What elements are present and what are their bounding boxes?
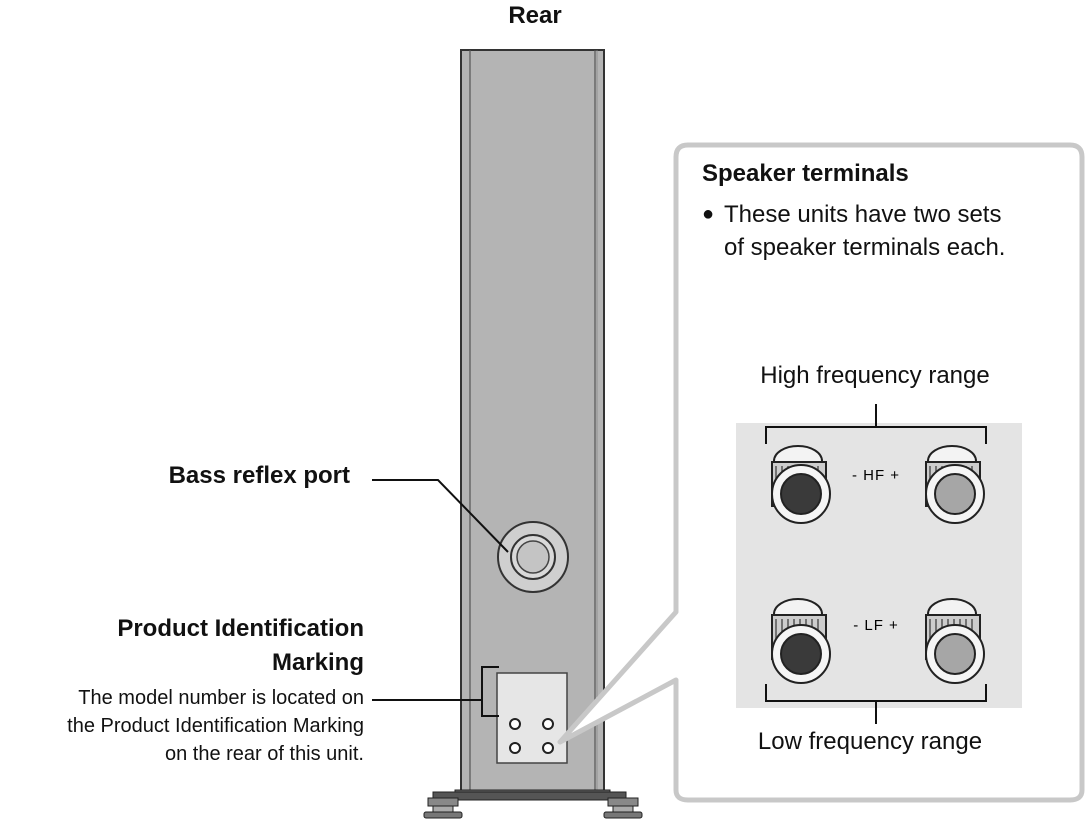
product-id-bracket [481,666,499,717]
low-frequency-range-label: Low frequency range [757,728,983,755]
product-id-desc-line3: on the rear of this unit. [164,743,364,765]
hf-terminal-label: - HF + [852,467,900,484]
speaker-base [423,789,643,819]
hf-positive-terminal [925,445,985,524]
product-id-desc-line2: the Product Identification Marking [67,715,364,737]
high-frequency-range-label: High frequency range [760,362,990,389]
terminal-detail-panel: - HF + - LF + [736,404,1022,724]
product-id-title-line2: Marking [271,649,364,676]
product-id-title-line1: Product Identification [117,615,364,642]
speaker-cabinet [460,49,605,793]
note-line2: of speaker terminals each. [724,234,1006,261]
hf-negative-terminal [771,445,831,524]
bass-reflex-port [497,521,569,593]
lf-terminal-label: - LF + [853,617,899,634]
speaker-terminals-note: ● These units have two sets of speaker t… [702,198,1062,264]
product-id-desc-line1: The model number is located on [78,687,364,709]
product-id-description: The model number is located on the Produ… [0,684,364,768]
speaker-terminals-title: Speaker terminals [702,160,909,187]
bass-reflex-leader [372,479,509,553]
lf-positive-terminal [925,598,985,684]
page-title: Rear [508,2,562,29]
lf-negative-terminal [771,598,831,684]
bullet-icon: ● [702,203,715,225]
bass-reflex-port-label: Bass reflex port [168,462,350,489]
note-line1: These units have two sets [724,201,1002,228]
cabinet-terminal-panel [496,672,568,764]
product-id-title: Product Identification Marking [20,612,364,680]
